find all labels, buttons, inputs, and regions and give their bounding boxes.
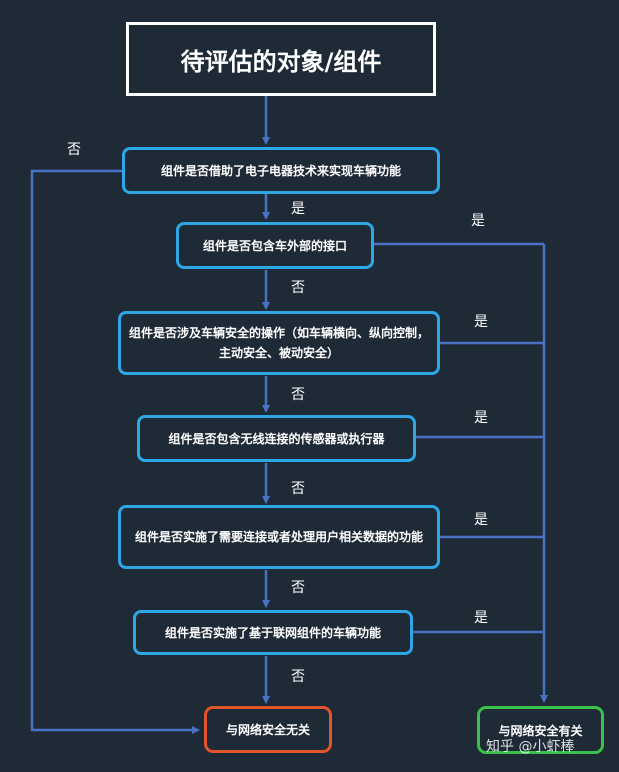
question-box-wireless-sensor: 组件是否包含无线连接的传感器或执行器 [137,415,416,462]
outcome-relevant: 与网络安全有关 [477,706,604,754]
label-no-left: 否 [67,142,81,158]
label-yes-q4: 是 [474,410,488,426]
label-no-q5: 否 [291,580,305,596]
label-no-q2: 否 [291,280,305,296]
watermark: 知乎 @小虾棒 [486,739,575,755]
label-yes-q1: 是 [291,201,305,217]
question-text: 组件是否包含无线连接的传感器或执行器 [168,431,385,446]
question-text: 组件是否涉及车辆安全的操作（如车辆横向、纵向控制，主动安全、被动安全） [129,326,430,360]
label-no-q3: 否 [291,387,305,403]
outcome-text: 与网络安全有关 [498,723,583,738]
outcome-text: 与网络安全无关 [225,723,310,737]
question-box-connected-function: 组件是否实施了基于联网组件的车辆功能 [133,610,413,655]
start-object-box: 待评估的对象/组件 [126,22,436,96]
outcome-not-relevant: 与网络安全无关 [204,706,332,753]
question-box-electronic: 组件是否借助了电子电器技术来实现车辆功能 [122,147,440,194]
label-yes-q3: 是 [474,314,488,330]
label-no-q6: 否 [291,669,305,685]
label-yes-q2: 是 [471,213,485,229]
question-text: 组件是否包含车外部的接口 [202,238,347,253]
question-text: 组件是否实施了需要连接或者处理用户相关数据的功能 [134,530,423,544]
question-box-safety-operation: 组件是否涉及车辆安全的操作（如车辆横向、纵向控制，主动安全、被动安全） [118,311,440,375]
question-box-user-data: 组件是否实施了需要连接或者处理用户相关数据的功能 [118,505,440,569]
title-text: 待评估的对象/组件 [180,47,382,76]
label-yes-q5: 是 [474,512,488,528]
label-yes-q6: 是 [474,610,488,626]
label-no-q4: 否 [291,481,305,497]
arrow-q1-no-to-not-relevant [30,169,200,734]
question-text: 组件是否借助了电子电器技术来实现车辆功能 [160,163,401,178]
question-box-external-interface: 组件是否包含车外部的接口 [176,222,374,269]
question-text: 组件是否实施了基于联网组件的车辆功能 [164,625,381,640]
